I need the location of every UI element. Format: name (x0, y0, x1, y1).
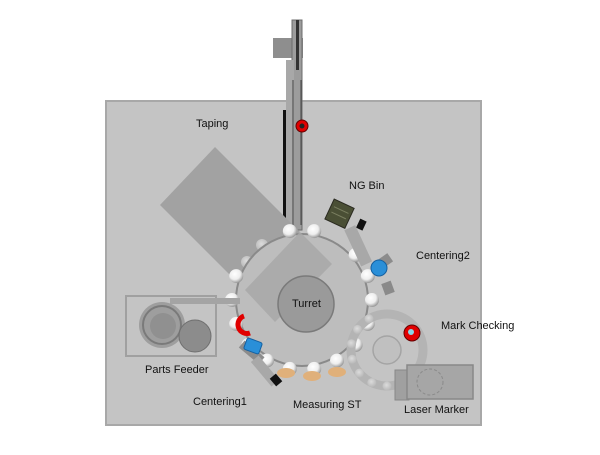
centering1-sensor (235, 313, 251, 336)
index-pocket (353, 324, 362, 334)
turret-part (307, 224, 322, 239)
turret-part (282, 224, 297, 239)
turret-part (360, 269, 375, 284)
index-pocket (364, 314, 374, 324)
measuring-st-label: Measuring ST (293, 399, 362, 411)
laser-marker-label: Laser Marker (404, 404, 469, 416)
centering2-label: Centering2 (416, 250, 470, 262)
index-pocket (347, 354, 357, 364)
index-pocket (347, 339, 356, 349)
taping-label: Taping (196, 118, 229, 130)
parts-feeder-label: Parts Feeder (145, 364, 209, 376)
turret-label: Turret (292, 298, 321, 310)
ng-bin (324, 198, 355, 229)
turret-hub (277, 275, 335, 333)
turret-part (229, 269, 244, 284)
ng-bin-label: NG Bin (349, 180, 385, 192)
index-pocket (354, 368, 364, 378)
measuring-station (277, 367, 346, 381)
laser-marker (394, 364, 474, 401)
centering1-unit (238, 337, 283, 387)
parts-feeder (125, 295, 240, 357)
mark-checking-label: Mark Checking (441, 320, 515, 332)
turret-part (330, 353, 344, 368)
centering1-label: Centering1 (193, 396, 247, 408)
index-pocket (382, 381, 392, 391)
turret-part (365, 293, 379, 307)
index-pocket (367, 378, 377, 388)
centering2-unit (370, 253, 395, 296)
